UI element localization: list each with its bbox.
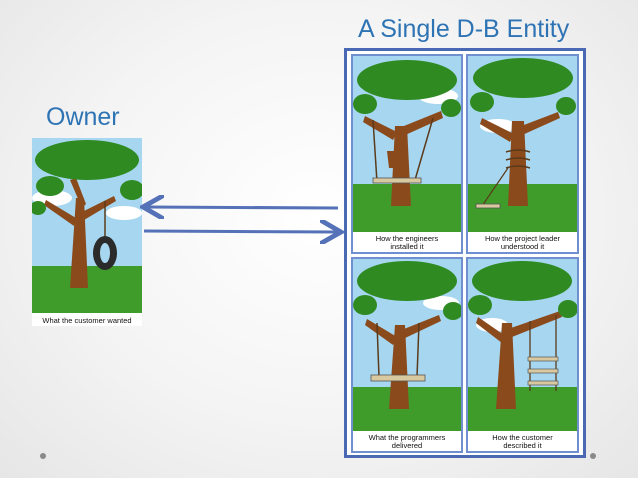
programmers-swing-illustration [353, 259, 461, 451]
owner-label: Owner [46, 103, 120, 131]
slide-corner-dot-left [40, 453, 46, 459]
programmers-cartoon-panel: What the programmers delivered [351, 257, 463, 453]
owner-caption: What the customer wanted [42, 316, 132, 325]
tire-swing-icon [93, 236, 117, 270]
customer-described-caption: How the customer described it [468, 434, 577, 450]
engineers-caption-line1: How the engineers [375, 234, 439, 243]
project-leader-cartoon-panel: How the project leader understood it [466, 54, 579, 254]
engineers-swing-illustration [353, 56, 461, 252]
engineers-caption: How the engineers installed it [353, 235, 461, 251]
programmers-caption-line2: delivered [391, 441, 423, 450]
project-leader-swing-illustration [468, 56, 577, 252]
customer-described-caption-line2: described it [503, 441, 542, 450]
programmers-caption: What the programmers delivered [353, 434, 461, 450]
tire-swing-illustration [32, 138, 142, 326]
engineers-cartoon-panel: How the engineers installed it [351, 54, 463, 254]
programmers-caption-line1: What the programmers [368, 433, 446, 442]
customer-described-caption-line1: How the customer [492, 433, 553, 442]
owner-cartoon-panel: What the customer wanted [32, 138, 142, 326]
customer-described-swing-illustration [468, 259, 577, 451]
project-leader-caption-line1: How the project leader [484, 234, 561, 243]
slide-corner-dot-right [590, 453, 596, 459]
customer-described-cartoon-panel: How the customer described it [466, 257, 579, 453]
project-leader-caption: How the project leader understood it [468, 235, 577, 251]
project-leader-caption-line2: understood it [500, 242, 545, 251]
arrow-right-icon [143, 231, 338, 232]
entity-title: A Single D-B Entity [358, 15, 570, 43]
engineers-caption-line2: installed it [390, 242, 424, 251]
arrow-left-icon [146, 207, 339, 208]
